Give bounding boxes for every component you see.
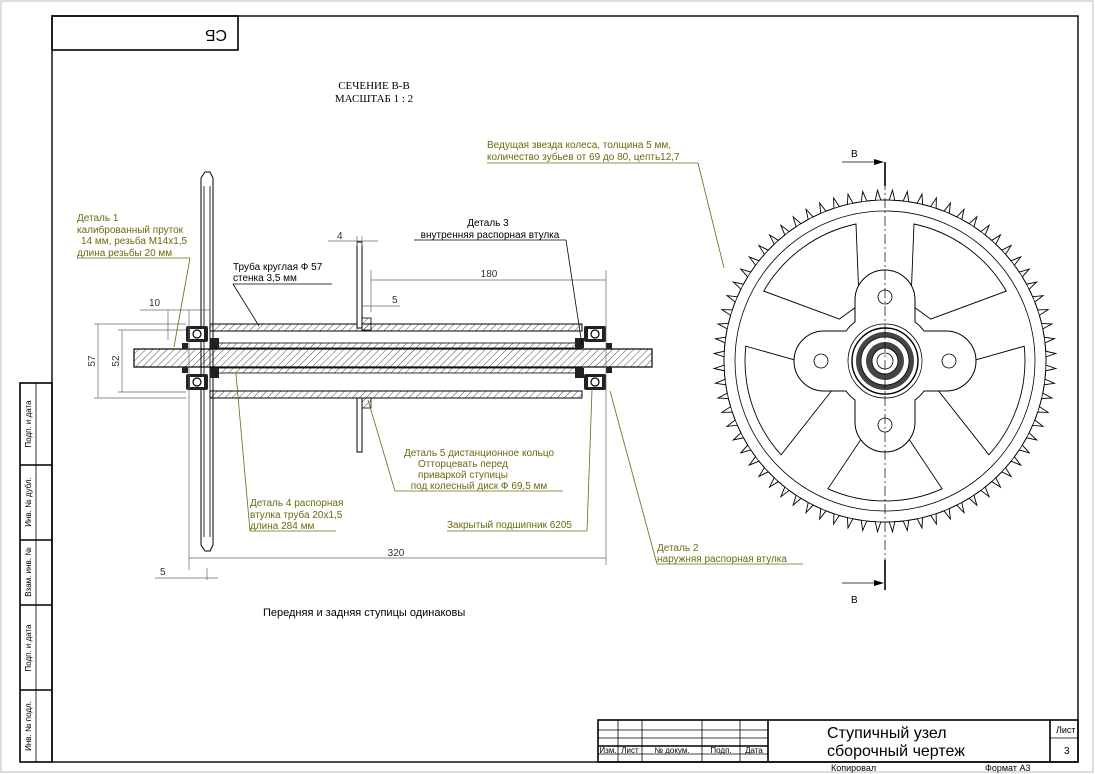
pipe-wall-bottom — [209, 390, 583, 399]
dim-5-top: 5 — [392, 295, 398, 306]
spoke-windows — [744, 223, 1026, 502]
svg-text:длина резьбы 20 мм: длина резьбы 20 мм — [77, 247, 172, 259]
side-stamp-1: Инв. № дубл. — [24, 477, 33, 527]
left-bearing — [182, 326, 219, 390]
callout-detail4: Деталь 4 распорная втулка труба 20х1,5 д… — [235, 373, 343, 532]
inner-spacer-top — [209, 342, 583, 349]
callout-detail5: Деталь 5 дистанционное кольцо Отторцеват… — [367, 399, 563, 492]
spoke-window — [910, 223, 1007, 320]
callout-sprocket: Ведущая звезда колеса, толщина 5 мм, кол… — [487, 140, 725, 269]
svg-text:Деталь 3: Деталь 3 — [467, 218, 509, 229]
spoke-window — [763, 223, 860, 320]
dim-5-bottom: 5 — [160, 567, 166, 578]
section-mark-top: В — [851, 149, 858, 160]
svg-text:внутренняя распорная втулка: внутренняя распорная втулка — [421, 230, 560, 241]
callout-detail1: Деталь 1 калиброванный пруток 14 мм, рез… — [77, 213, 191, 348]
tb-header-3: Подп. — [710, 746, 731, 755]
svg-text:втулка труба 20х1,5: втулка труба 20х1,5 — [250, 509, 343, 521]
section-mark-bottom: В — [851, 595, 858, 606]
axle — [133, 348, 653, 368]
sprocket-front-view: В В — [712, 149, 1058, 606]
side-stamp-3: Подп. и дата — [24, 624, 33, 672]
svg-text:количество зубьев от 69 до 80,: количество зубьев от 69 до 80, цепть12,7 — [487, 151, 680, 163]
svg-text:приваркой ступицы: приваркой ступицы — [418, 470, 508, 481]
format-label: Формат А3 — [985, 763, 1030, 773]
pipe-wall-top — [209, 323, 583, 332]
sheet-number: 3 — [1064, 746, 1070, 757]
section-title: СЕЧЕНИЕ В-В — [338, 80, 410, 92]
section-scale: МАСШТАБ 1 : 2 — [335, 93, 413, 105]
inner-spacer-bottom — [209, 367, 583, 374]
svg-text:наружняя распорная втулка: наружняя распорная втулка — [657, 554, 787, 565]
dim-320: 320 — [388, 548, 405, 559]
tb-header-1: Лист — [621, 746, 639, 755]
tb-header-2: № докум. — [654, 746, 689, 755]
drawing-note: Передняя и задняя ступицы одинаковы — [263, 607, 465, 619]
sheet-label: Лист — [1056, 725, 1076, 735]
dim-52: 52 — [111, 355, 122, 367]
svg-text:Деталь 4 распорная: Деталь 4 распорная — [250, 498, 343, 509]
side-stamp: Подп. и дата Инв. № дубл. Взам. инв. № П… — [19, 382, 53, 763]
tb-header-0: Изм. — [599, 746, 616, 755]
right-bearing — [575, 326, 612, 390]
tb-header-4: Дата — [745, 746, 763, 755]
callout-bearing: Закрытый подшипник 6205 — [447, 389, 593, 532]
side-stamp-0: Подп. и дата — [24, 400, 33, 448]
drawing-title-line1: Ступичный узел — [827, 725, 947, 742]
title-block: Изм. Лист № докум. Подп. Дата Ступичный … — [597, 719, 1079, 773]
dim-180: 180 — [481, 269, 498, 280]
callout-detail3: Деталь 3 внутренняя распорная втулка — [414, 218, 583, 346]
copied-label: Копировал — [831, 763, 876, 773]
dim-10: 10 — [149, 298, 161, 309]
dim-57: 57 — [87, 355, 98, 367]
svg-text:стенка 3,5 мм: стенка 3,5 мм — [233, 273, 297, 284]
svg-text:Закрытый подшипник 6205: Закрытый подшипник 6205 — [447, 520, 572, 531]
svg-text:Ведущая звезда колеса, толщина: Ведущая звезда колеса, толщина 5 мм, — [487, 140, 671, 151]
svg-text:Труба круглая Ф 57: Труба круглая Ф 57 — [233, 261, 323, 273]
svg-text:Деталь 2: Деталь 2 — [657, 543, 699, 554]
stamp-text: СБ — [205, 26, 227, 43]
side-stamp-2: Взам. инв. № — [24, 547, 33, 597]
svg-text:Деталь 1: Деталь 1 — [77, 213, 119, 224]
svg-text:14 мм, резьба М14х1,5: 14 мм, резьба М14х1,5 — [81, 235, 188, 247]
top-stamp: СБ — [51, 15, 239, 51]
callout-pipe: Труба круглая Ф 57 стенка 3,5 мм — [232, 261, 332, 327]
svg-text:калиброванный пруток: калиброванный пруток — [77, 224, 184, 236]
svg-text:под колесный диск Ф 69,5 мм: под колесный диск Ф 69,5 мм — [411, 481, 548, 492]
side-stamp-4: Инв. № подл. — [24, 701, 33, 751]
hub-section-view: 4 180 5 10 57 52 320 5 — [87, 171, 653, 580]
dim-4: 4 — [337, 231, 343, 242]
svg-text:длина 284 мм: длина 284 мм — [250, 521, 314, 532]
spoke-window — [827, 421, 943, 502]
svg-text:Деталь 5 дистанционное кольцо: Деталь 5 дистанционное кольцо — [404, 448, 554, 459]
drawing-title-line2: сборочный чертеж — [827, 743, 965, 760]
svg-text:Отторцевать перед: Отторцевать перед — [418, 459, 508, 470]
callout-detail2: Деталь 2 наружняя распорная втулка — [609, 390, 803, 565]
